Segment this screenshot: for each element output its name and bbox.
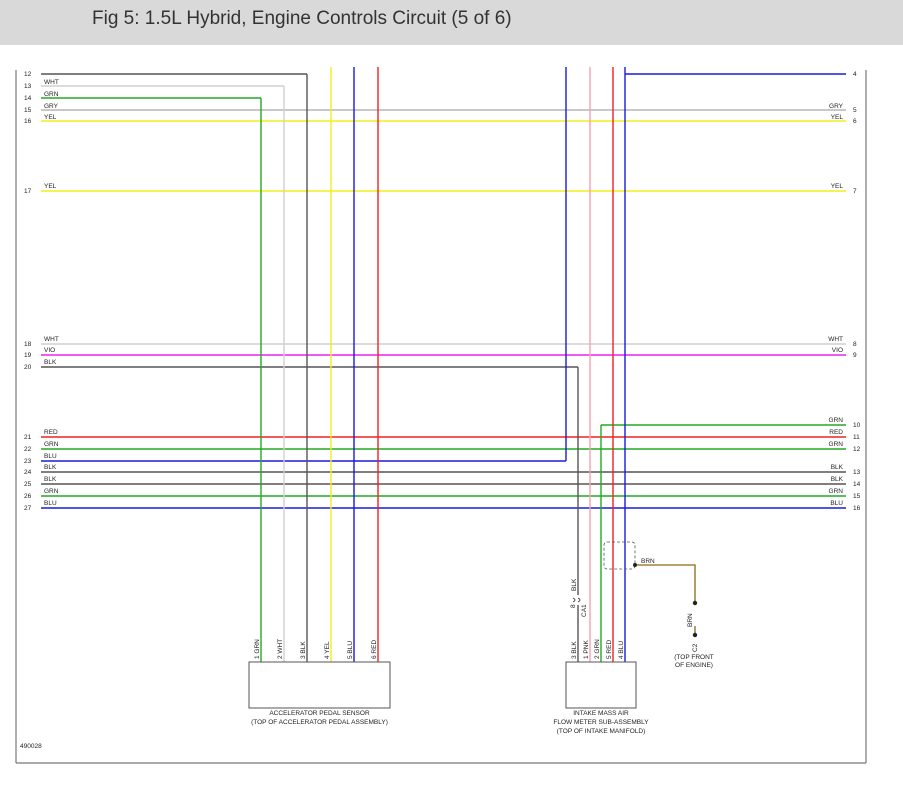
pin-left-21: 21 <box>24 434 32 441</box>
ground-dot-upper <box>692 600 698 606</box>
ground-wire-label-h: BRN <box>641 558 655 565</box>
maf-label-3: (TOP OF INTAKE MANIFOLD) <box>557 728 645 735</box>
header-bar: Fig 5: 1.5L Hybrid, Engine Controls Circ… <box>0 0 903 45</box>
wire-label-left-16: YEL <box>44 114 57 121</box>
figure-id: 490028 <box>20 743 42 750</box>
wire-label-right-10: GRN <box>829 417 844 424</box>
pin-left-22: 22 <box>24 446 32 453</box>
pin-right-14: 14 <box>853 481 861 488</box>
wire-label-left-17: YEL <box>44 183 57 190</box>
ca1-wire-color: BLK <box>571 578 578 591</box>
wire-label-right-5: GRY <box>829 103 844 110</box>
ca1-pin-number: 8 <box>570 604 577 608</box>
pin-right-9: 9 <box>853 352 857 359</box>
wire-label-right-11: RED <box>829 429 843 436</box>
maf-pin-3-label: 3 BLK <box>571 641 578 659</box>
pin-right-13: 13 <box>853 469 861 476</box>
wire-label-left-19: VIO <box>44 347 55 354</box>
pin-left-19: 19 <box>24 352 32 359</box>
pin-right-12: 12 <box>853 446 861 453</box>
accel-sensor-label-2: (TOP OF ACCELERATOR PEDAL ASSEMBLY) <box>251 719 388 726</box>
wire-label-right-12: GRN <box>829 441 844 448</box>
page-title: Fig 5: 1.5L Hybrid, Engine Controls Circ… <box>92 8 512 29</box>
pin-left-18: 18 <box>24 341 32 348</box>
horizontal-wires <box>41 73 846 509</box>
wire-label-right-13: BLK <box>831 464 844 471</box>
pin-left-27: 27 <box>24 505 32 512</box>
accel-pin-6-label: 6 RED <box>371 640 378 659</box>
maf-pin-4-label: 4 BLU <box>618 641 625 659</box>
wire-label-right-16: BLU <box>830 500 843 507</box>
ground-label-2: OF ENGINE) <box>675 662 713 669</box>
wire-label-right-9: VIO <box>832 347 843 354</box>
pin-left-14: 14 <box>24 95 32 102</box>
pin-left-24: 24 <box>24 469 32 476</box>
ground-dot-lower <box>692 632 698 638</box>
pin-right-11: 11 <box>853 434 860 441</box>
accelerator-pedal-sensor-box <box>248 661 391 709</box>
ground-wire-label-v: BRN <box>687 613 694 627</box>
maf-pin-1-label: 1 PNK <box>583 640 590 659</box>
maf-sensor-box <box>565 661 637 709</box>
pin-left-20: 20 <box>24 364 32 371</box>
pin-right-7: 7 <box>853 188 857 195</box>
vertical-wires <box>260 67 626 662</box>
pin-right-8: 8 <box>853 341 857 348</box>
accel-pin-4-label: 4 YEL <box>324 641 331 659</box>
pin-right-15: 15 <box>853 493 861 500</box>
accel-pin-3-label: 3 BLK <box>300 641 307 659</box>
maf-pin-5-label: 5 RED <box>606 640 613 659</box>
pin-left-17: 17 <box>24 188 32 195</box>
wire-label-right-6: YEL <box>831 114 844 121</box>
wire-label-right-7: YEL <box>831 183 844 190</box>
accel-pin-2-label: 2 WHT <box>277 639 284 659</box>
wire-label-right-8: WHT <box>828 336 843 343</box>
maf-label-2: FLOW METER SUB-ASSEMBLY <box>553 719 649 726</box>
shield-symbol <box>603 541 636 570</box>
maf-label-1: INTAKE MASS AIR <box>573 710 629 717</box>
wire-label-left-23: BLU <box>44 453 57 460</box>
pin-left-13: 13 <box>24 83 32 90</box>
wire-label-left-15: GRY <box>44 103 59 110</box>
pin-right-4: 4 <box>853 71 857 78</box>
accel-pin-1-label: 1 GRN <box>254 639 261 659</box>
pin-right-10: 10 <box>853 422 861 429</box>
pin-left-23: 23 <box>24 458 32 465</box>
ground-name: C2 <box>692 643 699 652</box>
ca1-connector-symbol <box>572 597 581 603</box>
pin-left-16: 16 <box>24 118 32 125</box>
ground-label-1: (TOP FRONT <box>674 654 714 661</box>
wire-label-left-20: BLK <box>44 359 57 366</box>
wire-label-left-18: WHT <box>44 336 59 343</box>
wire-label-left-26: GRN <box>44 488 59 495</box>
ca1-connector-name: CA1 <box>581 604 588 617</box>
pin-left-25: 25 <box>24 481 32 488</box>
accel-pin-5-label: 5 BLU <box>347 641 354 659</box>
maf-pin-2-label: 2 GRN <box>594 639 601 659</box>
pin-right-16: 16 <box>853 505 861 512</box>
shield-junction-dot <box>633 563 637 567</box>
pin-left-15: 15 <box>24 107 32 114</box>
wire-label-left-22: GRN <box>44 441 59 448</box>
wire-label-left-14: GRN <box>44 91 59 98</box>
wire-label-left-24: BLK <box>44 464 57 471</box>
pin-left-26: 26 <box>24 493 32 500</box>
wire-label-left-27: BLU <box>44 500 57 507</box>
wire-label-left-25: BLK <box>44 476 57 483</box>
accel-sensor-label-1: ACCELERATOR PEDAL SENSOR <box>269 710 370 717</box>
wire-label-left-21: RED <box>44 429 58 436</box>
wire-label-right-15: GRN <box>829 488 844 495</box>
pin-right-6: 6 <box>853 118 857 125</box>
wire-label-left-13: WHT <box>44 79 59 86</box>
pin-left-12: 12 <box>24 71 32 78</box>
pin-right-5: 5 <box>853 107 857 114</box>
ground-wire-brn <box>635 564 696 604</box>
wire-label-right-14: BLK <box>831 476 844 483</box>
